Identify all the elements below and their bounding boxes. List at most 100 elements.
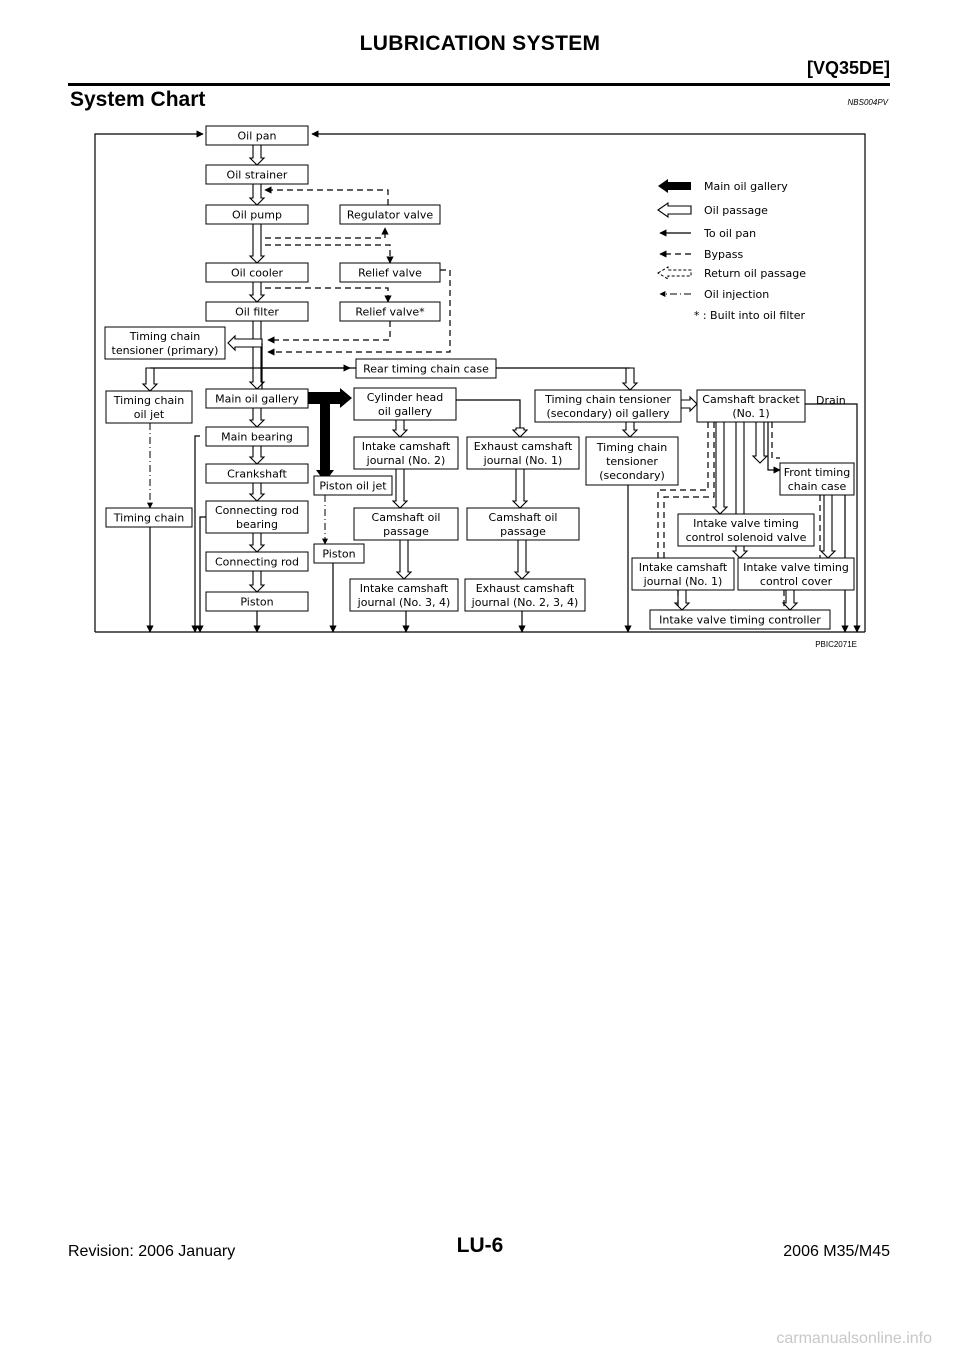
svg-text:Intake valve timing: Intake valve timing bbox=[743, 561, 849, 574]
svg-text:journal (No. 2): journal (No. 2) bbox=[366, 454, 446, 467]
node-rear-timing-chain-case: Rear timing chain case bbox=[355, 358, 497, 379]
node-crankshaft: Crankshaft bbox=[205, 463, 309, 484]
svg-text:control cover: control cover bbox=[760, 575, 833, 588]
engine-code: [VQ35DE] bbox=[806, 58, 890, 78]
legend-bypass: Bypass bbox=[659, 248, 744, 261]
svg-text:Timing chain: Timing chain bbox=[129, 330, 200, 343]
page-title: LUBRICATION SYSTEM bbox=[359, 32, 601, 55]
legend-label: Main oil gallery bbox=[704, 180, 788, 193]
svg-text:tensioner: tensioner bbox=[606, 455, 658, 468]
node-oil-cooler: Oil cooler bbox=[205, 262, 309, 283]
node-camshaft-bracket: Camshaft bracket(No. 1) bbox=[696, 389, 806, 423]
svg-text:Camshaft oil: Camshaft oil bbox=[489, 511, 558, 524]
node-oil-pan: Oil pan bbox=[205, 125, 309, 146]
legend-footnote: * : Built into oil filter bbox=[694, 309, 806, 322]
svg-text:tensioner (primary): tensioner (primary) bbox=[112, 344, 219, 357]
svg-text:Connecting rod: Connecting rod bbox=[215, 556, 299, 569]
node-relief-valve-star: Relief valve* bbox=[339, 301, 441, 322]
footer-model: 2006 M35/M45 bbox=[783, 1243, 890, 1260]
svg-text:Piston: Piston bbox=[240, 596, 273, 609]
svg-text:Relief valve: Relief valve bbox=[358, 267, 422, 280]
svg-text:Crankshaft: Crankshaft bbox=[227, 468, 287, 481]
svg-text:Oil strainer: Oil strainer bbox=[227, 169, 288, 182]
svg-text:Camshaft oil: Camshaft oil bbox=[372, 511, 441, 524]
svg-text:(secondary): (secondary) bbox=[599, 469, 665, 482]
svg-text:Timing chain: Timing chain bbox=[113, 512, 184, 525]
header-rule bbox=[68, 83, 890, 86]
svg-text:journal (No. 3, 4): journal (No. 3, 4) bbox=[357, 596, 451, 609]
svg-text:journal (No. 1): journal (No. 1) bbox=[483, 454, 563, 467]
footer-revision: Revision: 2006 January bbox=[68, 1243, 236, 1260]
svg-text:passage: passage bbox=[383, 525, 429, 538]
drain-label: Drain bbox=[816, 394, 846, 407]
svg-text:Camshaft bracket: Camshaft bracket bbox=[702, 393, 800, 406]
legend-main-oil-gallery: Main oil gallery bbox=[658, 179, 788, 193]
node-ivt-controller: Intake valve timing controller bbox=[649, 609, 831, 630]
svg-text:Timing chain: Timing chain bbox=[596, 441, 667, 454]
svg-text:journal (No. 2, 3, 4): journal (No. 2, 3, 4) bbox=[471, 596, 579, 609]
node-regulator-valve: Regulator valve bbox=[339, 204, 441, 225]
svg-text:Piston: Piston bbox=[322, 548, 355, 561]
svg-text:Connecting rod: Connecting rod bbox=[215, 504, 299, 517]
svg-text:journal (No. 1): journal (No. 1) bbox=[643, 575, 723, 588]
svg-text:Exhaust camshaft: Exhaust camshaft bbox=[476, 582, 575, 595]
svg-text:Rear timing chain case: Rear timing chain case bbox=[363, 363, 489, 376]
node-oil-strainer: Oil strainer bbox=[205, 164, 309, 185]
svg-text:bearing: bearing bbox=[236, 518, 278, 531]
node-tc-tensioner-secondary-gallery: Timing chain tensioner(secondary) oil ga… bbox=[534, 389, 682, 423]
svg-text:Timing chain tensioner: Timing chain tensioner bbox=[544, 393, 671, 406]
section-title: System Chart bbox=[70, 88, 206, 111]
legend-label: Bypass bbox=[704, 248, 744, 261]
node-oil-pump: Oil pump bbox=[205, 204, 309, 225]
svg-text:Relief valve*: Relief valve* bbox=[355, 306, 425, 319]
legend-return-oil-passage: Return oil passage bbox=[657, 266, 806, 280]
node-relief-valve: Relief valve bbox=[339, 262, 441, 283]
node-timing-chain: Timing chain bbox=[105, 507, 193, 528]
svg-text:Intake valve timing controller: Intake valve timing controller bbox=[659, 614, 821, 627]
svg-text:Intake camshaft: Intake camshaft bbox=[362, 440, 451, 453]
figure-code: PBIC2071E bbox=[815, 640, 857, 649]
svg-text:Oil pan: Oil pan bbox=[238, 130, 277, 143]
svg-text:control solenoid valve: control solenoid valve bbox=[686, 531, 807, 544]
diagram-connectors bbox=[94, 130, 866, 633]
svg-text:passage: passage bbox=[500, 525, 546, 538]
svg-text:oil jet: oil jet bbox=[134, 408, 165, 421]
svg-text:(No. 1): (No. 1) bbox=[732, 407, 769, 420]
svg-text:(secondary) oil gallery: (secondary) oil gallery bbox=[546, 407, 670, 420]
legend-oil-passage: Oil passage bbox=[657, 201, 768, 219]
svg-text:Main oil gallery: Main oil gallery bbox=[215, 393, 299, 406]
node-oil-filter: Oil filter bbox=[205, 301, 309, 322]
svg-text:Oil cooler: Oil cooler bbox=[231, 267, 284, 280]
node-main-oil-gallery: Main oil gallery bbox=[205, 388, 309, 409]
svg-text:Oil pump: Oil pump bbox=[232, 209, 282, 222]
svg-text:Timing chain: Timing chain bbox=[113, 394, 184, 407]
legend-to-oil-pan: To oil pan bbox=[659, 227, 756, 240]
svg-text:Main bearing: Main bearing bbox=[221, 431, 293, 444]
svg-text:Regulator valve: Regulator valve bbox=[347, 209, 434, 222]
svg-text:Intake camshaft: Intake camshaft bbox=[360, 582, 449, 595]
svg-text:Oil filter: Oil filter bbox=[235, 306, 279, 319]
legend-label: Oil passage bbox=[704, 204, 768, 217]
legend-label: Return oil passage bbox=[704, 267, 806, 280]
node-main-bearing: Main bearing bbox=[205, 426, 309, 447]
node-piston-oil-jet: Piston oil jet bbox=[313, 475, 393, 496]
legend-label: Oil injection bbox=[704, 288, 769, 301]
legend-oil-injection: Oil injection bbox=[659, 288, 769, 301]
svg-text:oil gallery: oil gallery bbox=[378, 405, 432, 418]
